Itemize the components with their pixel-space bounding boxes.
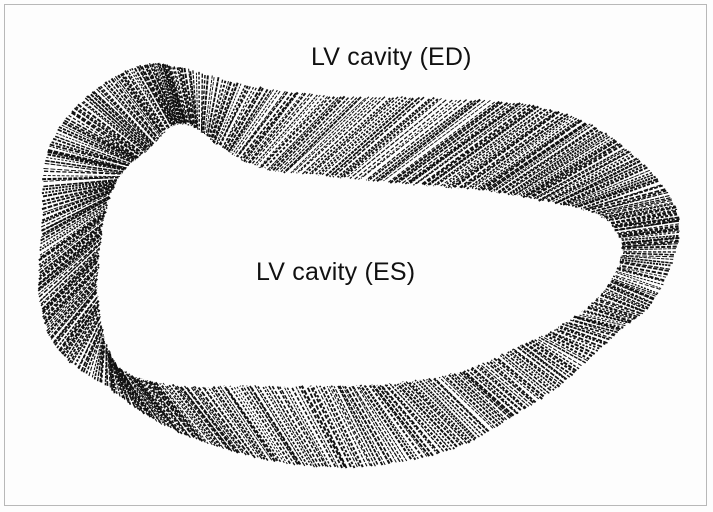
wall-chord [340,386,383,465]
wall-chord [45,161,123,172]
wall-chord [623,256,674,257]
label-lv-cavity-ed: LV cavity (ED) [311,43,472,72]
wall-chord [231,90,274,153]
wall-chord [623,253,674,255]
wall-chord [345,386,390,463]
wall-chord [190,71,196,127]
wall-chord [467,370,517,414]
wall-chord [242,93,296,160]
wall-chord [38,233,101,286]
wall-chord [220,386,272,460]
wall-chord [43,176,120,177]
wall-chord [370,385,423,457]
label-lv-cavity-es: LV cavity (ES) [256,258,415,287]
wall-chord [152,382,197,439]
wall-chord [302,386,345,467]
wall-chord [568,173,652,206]
wall-chord [42,177,118,179]
wall-chord [620,263,669,272]
wall-chord [424,106,535,185]
wall-chord [321,98,410,175]
wall-chord [623,249,676,250]
wall-chord [212,82,231,140]
wall-chord [280,387,327,467]
wall-chord [316,386,357,467]
wall-chord [508,132,603,194]
